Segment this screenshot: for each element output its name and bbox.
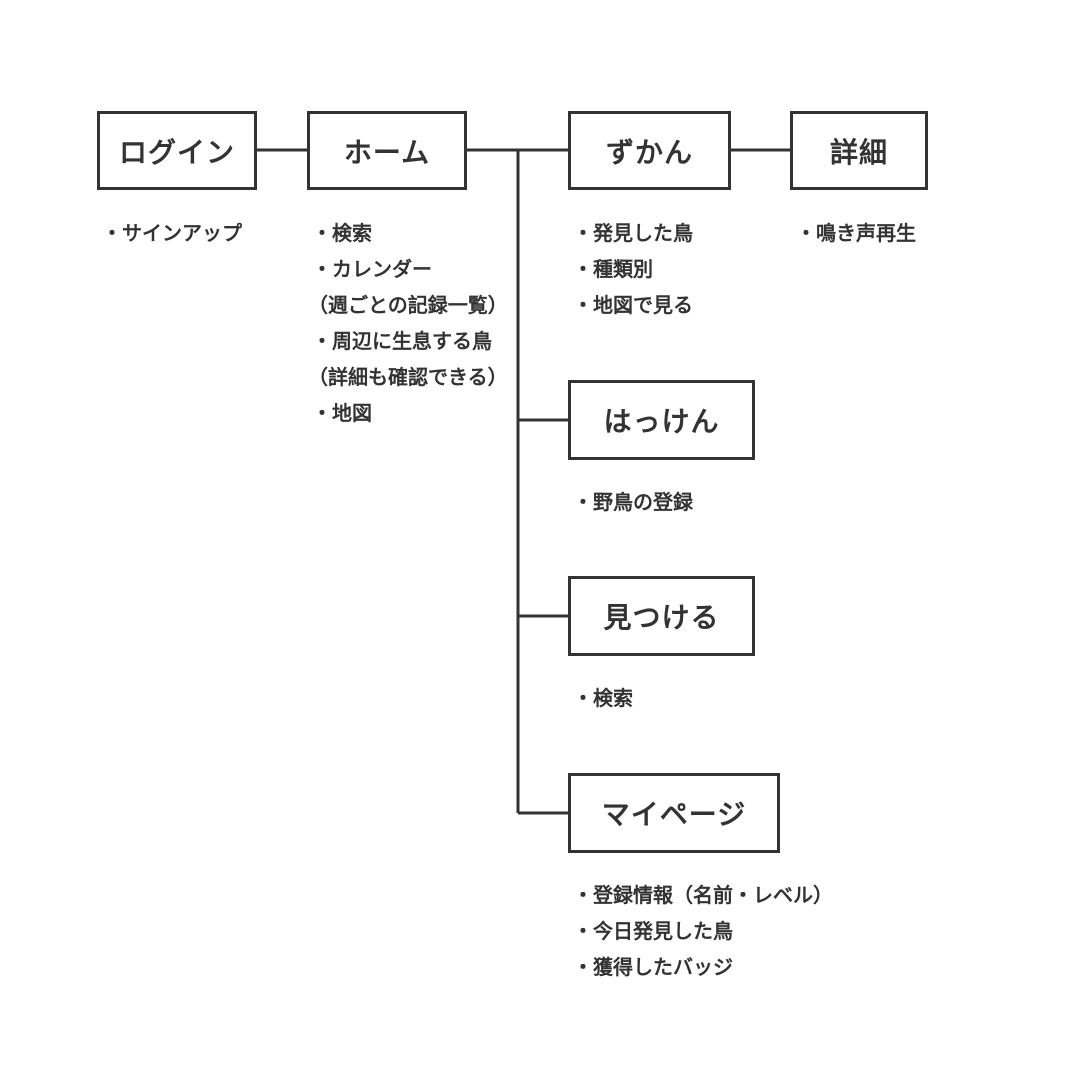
node-mitsukeru: 見つける — [568, 576, 755, 656]
notes-home: ・検索 ・カレンダー （週ごとの記録一覧） ・周辺に生息する鳥 （詳細も確認でき… — [308, 215, 508, 431]
note-item: ・検索 — [312, 221, 372, 245]
node-hakken: はっけん — [568, 380, 755, 460]
node-detail: 詳細 — [790, 111, 928, 190]
notes-login: ・サインアップ — [102, 215, 242, 251]
note-item: ・地図 — [312, 401, 372, 425]
notes-mypage: ・登録情報（名前・レベル） ・今日発見した鳥 ・獲得したバッジ — [573, 877, 833, 985]
notes-mitsukeru: ・検索 — [573, 680, 633, 716]
note-item-continuation: （詳細も確認できる） — [308, 365, 508, 389]
note-item: ・今日発見した鳥 — [573, 919, 733, 943]
note-item: ・獲得したバッジ — [573, 955, 733, 979]
notes-zukan: ・発見した鳥 ・種類別 ・地図で見る — [573, 215, 693, 323]
node-zukan: ずかん — [568, 111, 731, 190]
notes-hakken: ・野鳥の登録 — [573, 484, 693, 520]
note-item: ・検索 — [573, 686, 633, 710]
note-item: ・発見した鳥 — [573, 221, 693, 245]
node-login: ログイン — [97, 111, 257, 190]
note-item: ・鳴き声再生 — [796, 221, 916, 245]
note-item-continuation: （週ごとの記録一覧） — [308, 293, 508, 317]
notes-detail: ・鳴き声再生 — [796, 215, 916, 251]
note-item: ・サインアップ — [102, 221, 242, 245]
node-mypage: マイページ — [568, 773, 780, 853]
note-item: ・種類別 — [573, 257, 653, 281]
note-item: ・地図で見る — [573, 293, 693, 317]
note-item: ・登録情報（名前・レベル） — [573, 883, 833, 907]
note-item: ・周辺に生息する鳥 — [312, 329, 492, 353]
note-item: ・カレンダー — [312, 257, 432, 281]
node-home: ホーム — [307, 111, 467, 190]
note-item: ・野鳥の登録 — [573, 490, 693, 514]
